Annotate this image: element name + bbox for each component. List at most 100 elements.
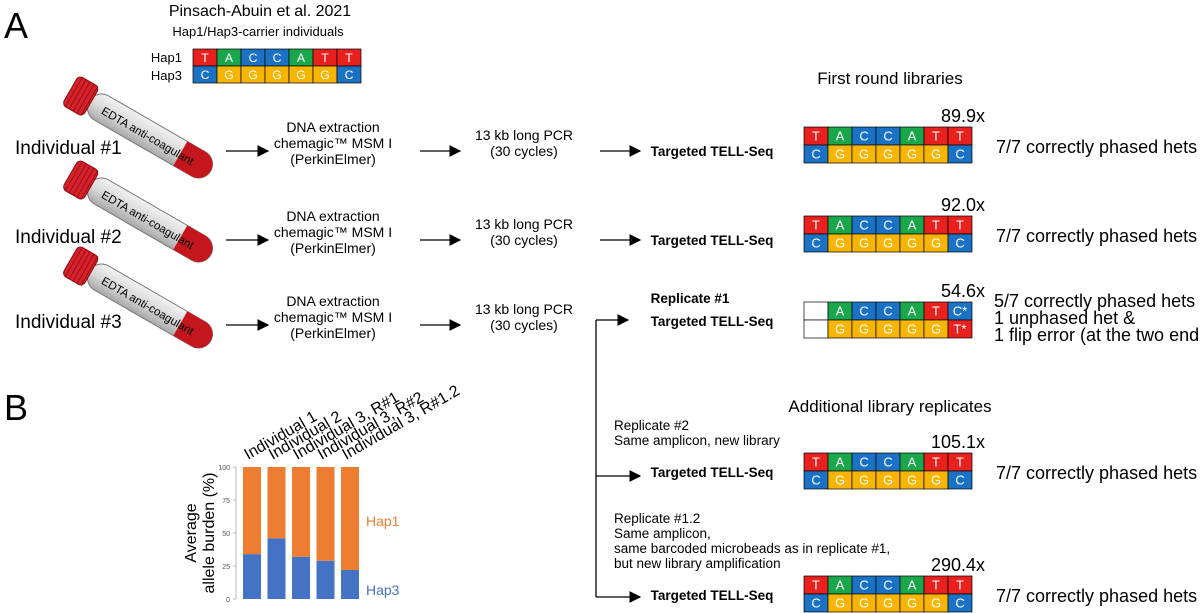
y-tick-label: 25 bbox=[222, 564, 230, 571]
svg-text:G: G bbox=[907, 473, 917, 488]
y-tick-label: 0 bbox=[226, 597, 230, 604]
bottom-base-5: G bbox=[899, 233, 925, 253]
bottom-base-4: G bbox=[875, 233, 901, 253]
result-text: 7/7 correctly phased hets bbox=[996, 463, 1197, 483]
svg-text:G: G bbox=[224, 68, 234, 82]
svg-text:G: G bbox=[835, 596, 845, 611]
svg-text:T: T bbox=[812, 578, 820, 593]
hap3-base-3: G bbox=[240, 65, 266, 84]
svg-text:T: T bbox=[201, 51, 209, 65]
svg-text:C: C bbox=[201, 68, 210, 82]
bottom-base-5: G bbox=[899, 319, 925, 339]
bottom-base-4: G bbox=[875, 593, 901, 613]
top-base-3: C bbox=[851, 126, 877, 146]
svg-text:G: G bbox=[859, 473, 869, 488]
svg-text:C: C bbox=[249, 51, 258, 65]
svg-text:C: C bbox=[883, 578, 892, 593]
top-base-3: C bbox=[851, 452, 877, 472]
svg-text:G: G bbox=[907, 236, 917, 251]
svg-text:T: T bbox=[932, 578, 940, 593]
svg-text:C: C bbox=[811, 147, 820, 162]
svg-text:G: G bbox=[931, 236, 941, 251]
hap1-base-2: A bbox=[216, 48, 242, 67]
pcr-text: 13 kb long PCR(30 cycles) bbox=[475, 127, 573, 159]
svg-text:T: T bbox=[812, 218, 820, 233]
bottom-base-1: C bbox=[803, 593, 829, 613]
svg-text:C: C bbox=[811, 236, 820, 251]
svg-text:G: G bbox=[883, 473, 893, 488]
chart-bars bbox=[243, 467, 359, 599]
additional-title: Additional library replicates bbox=[788, 397, 991, 416]
bar-hap3-3 bbox=[292, 556, 310, 599]
svg-text:C: C bbox=[273, 51, 282, 65]
top-base-5: A bbox=[899, 575, 925, 595]
bottom-base-3: G bbox=[851, 470, 877, 490]
hap3-base-2: G bbox=[216, 65, 242, 84]
top-base-2: A bbox=[827, 452, 853, 472]
bottom-base-5: G bbox=[899, 470, 925, 490]
top-base-1: T bbox=[803, 575, 829, 595]
svg-text:G: G bbox=[859, 322, 869, 337]
bottom-base-3: G bbox=[851, 144, 877, 164]
svg-text:C: C bbox=[859, 129, 868, 144]
svg-text:G: G bbox=[859, 147, 869, 162]
svg-text:G: G bbox=[296, 68, 306, 82]
hap1-base-1: T bbox=[192, 48, 218, 67]
source-title: Pinsach-Abuin et al. 2021 bbox=[169, 3, 351, 20]
hap1-base-7: T bbox=[336, 48, 362, 67]
svg-text:G: G bbox=[835, 473, 845, 488]
bottom-base-6: G bbox=[923, 319, 949, 339]
top-base-3: C bbox=[851, 215, 877, 235]
svg-text:G: G bbox=[835, 147, 845, 162]
svg-text:A: A bbox=[908, 304, 917, 319]
tube-label: EDTA anti-coagulant bbox=[99, 105, 196, 168]
bottom-base-4: G bbox=[875, 470, 901, 490]
bar-hap3-5 bbox=[341, 569, 359, 599]
svg-text:C: C bbox=[955, 147, 964, 162]
coverage-label: 290.4x bbox=[931, 555, 985, 575]
bottom-base-4: G bbox=[875, 319, 901, 339]
svg-text:T: T bbox=[321, 51, 329, 65]
top-base-4: C bbox=[875, 301, 901, 321]
top-base-1: T bbox=[803, 215, 829, 235]
hap1-label: Hap1 bbox=[151, 50, 182, 65]
svg-text:G: G bbox=[907, 596, 917, 611]
coverage-label: 54.6x bbox=[941, 281, 985, 301]
svg-text:T: T bbox=[932, 304, 940, 319]
top-base-4: C bbox=[875, 215, 901, 235]
svg-text:T: T bbox=[956, 218, 964, 233]
bar-hap1-4 bbox=[316, 467, 335, 561]
pcr-text: 13 kb long PCR(30 cycles) bbox=[475, 216, 573, 248]
svg-text:C: C bbox=[955, 236, 964, 251]
bottom-base-7: C bbox=[947, 470, 973, 490]
hap1-base-6: T bbox=[312, 48, 338, 67]
bottom-base-2: G bbox=[827, 233, 853, 253]
svg-text:T: T bbox=[932, 455, 940, 470]
bottom-base-7: T* bbox=[947, 319, 973, 339]
svg-text:A: A bbox=[836, 129, 845, 144]
bottom-base-2: G bbox=[827, 319, 853, 339]
top-base-5: A bbox=[899, 301, 925, 321]
svg-text:G: G bbox=[320, 68, 330, 82]
result-text: 7/7 correctly phased hets bbox=[996, 137, 1197, 157]
svg-text:C: C bbox=[883, 304, 892, 319]
top-base-5: A bbox=[899, 126, 925, 146]
hap3-base-6: G bbox=[312, 65, 338, 84]
svg-text:T: T bbox=[812, 129, 820, 144]
top-base-5: A bbox=[899, 452, 925, 472]
svg-text:C: C bbox=[859, 304, 868, 319]
bottom-base-2: G bbox=[827, 593, 853, 613]
bottom-base-7: C bbox=[947, 144, 973, 164]
coverage-label: 92.0x bbox=[941, 195, 985, 215]
svg-text:G: G bbox=[883, 147, 893, 162]
bottom-base-5: G bbox=[899, 144, 925, 164]
panel-b-label: B bbox=[4, 387, 28, 428]
